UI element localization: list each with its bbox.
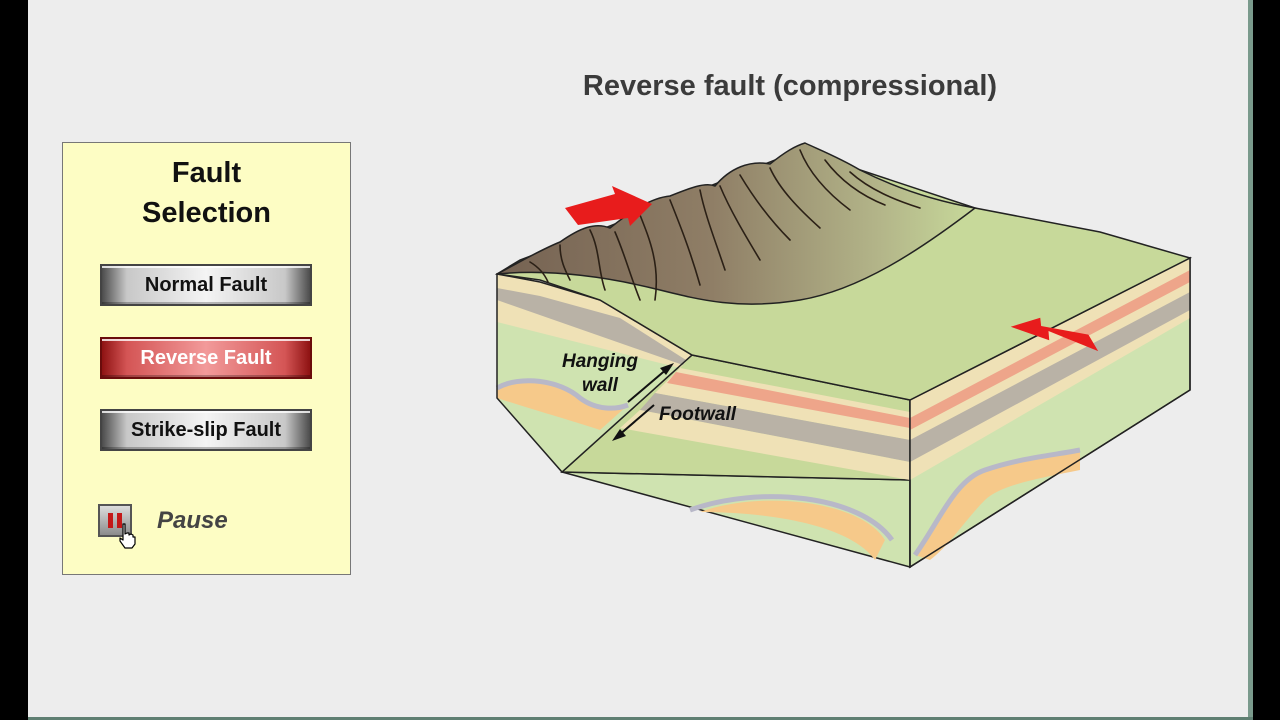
compression-arrow-right xyxy=(1010,317,1099,352)
pause-icon-bar-left xyxy=(108,513,113,528)
pause-button[interactable] xyxy=(98,504,132,537)
reverse-fault-button[interactable]: Reverse Fault xyxy=(100,337,312,379)
window-edge-right xyxy=(1248,0,1253,720)
diagram-title: Reverse fault (compressional) xyxy=(582,70,998,102)
hanging-wall-label-line2: wall xyxy=(582,375,619,396)
middle-front-face xyxy=(620,368,910,480)
pause-label: Pause xyxy=(157,507,228,534)
fault-selection-panel: Fault Selection Normal Fault Reverse Fau… xyxy=(62,142,351,575)
footwall-label: Footwall xyxy=(659,404,737,425)
strike-slip-fault-button[interactable]: Strike-slip Fault xyxy=(100,409,312,451)
window-edge-bottom xyxy=(28,717,1253,720)
block-right-face xyxy=(909,256,1191,569)
compression-arrow-left xyxy=(565,186,652,226)
hanging-wall-motion-arrow xyxy=(627,363,674,403)
panel-title: Fault Selection xyxy=(63,153,350,233)
panel-title-line1: Fault xyxy=(171,157,242,189)
mountain-ridges xyxy=(529,149,921,301)
hanging-wall-front-face xyxy=(495,273,694,474)
normal-fault-button[interactable]: Normal Fault xyxy=(100,264,312,306)
footwall-front-face xyxy=(561,471,911,568)
pause-icon-bar-right xyxy=(117,513,122,528)
mountain-range xyxy=(496,142,977,305)
hanging-wall-label-line1: Hanging xyxy=(562,351,638,372)
hand-cursor-icon xyxy=(119,523,136,549)
footwall-motion-arrow xyxy=(612,404,655,441)
panel-title-line2: Selection xyxy=(142,197,271,229)
